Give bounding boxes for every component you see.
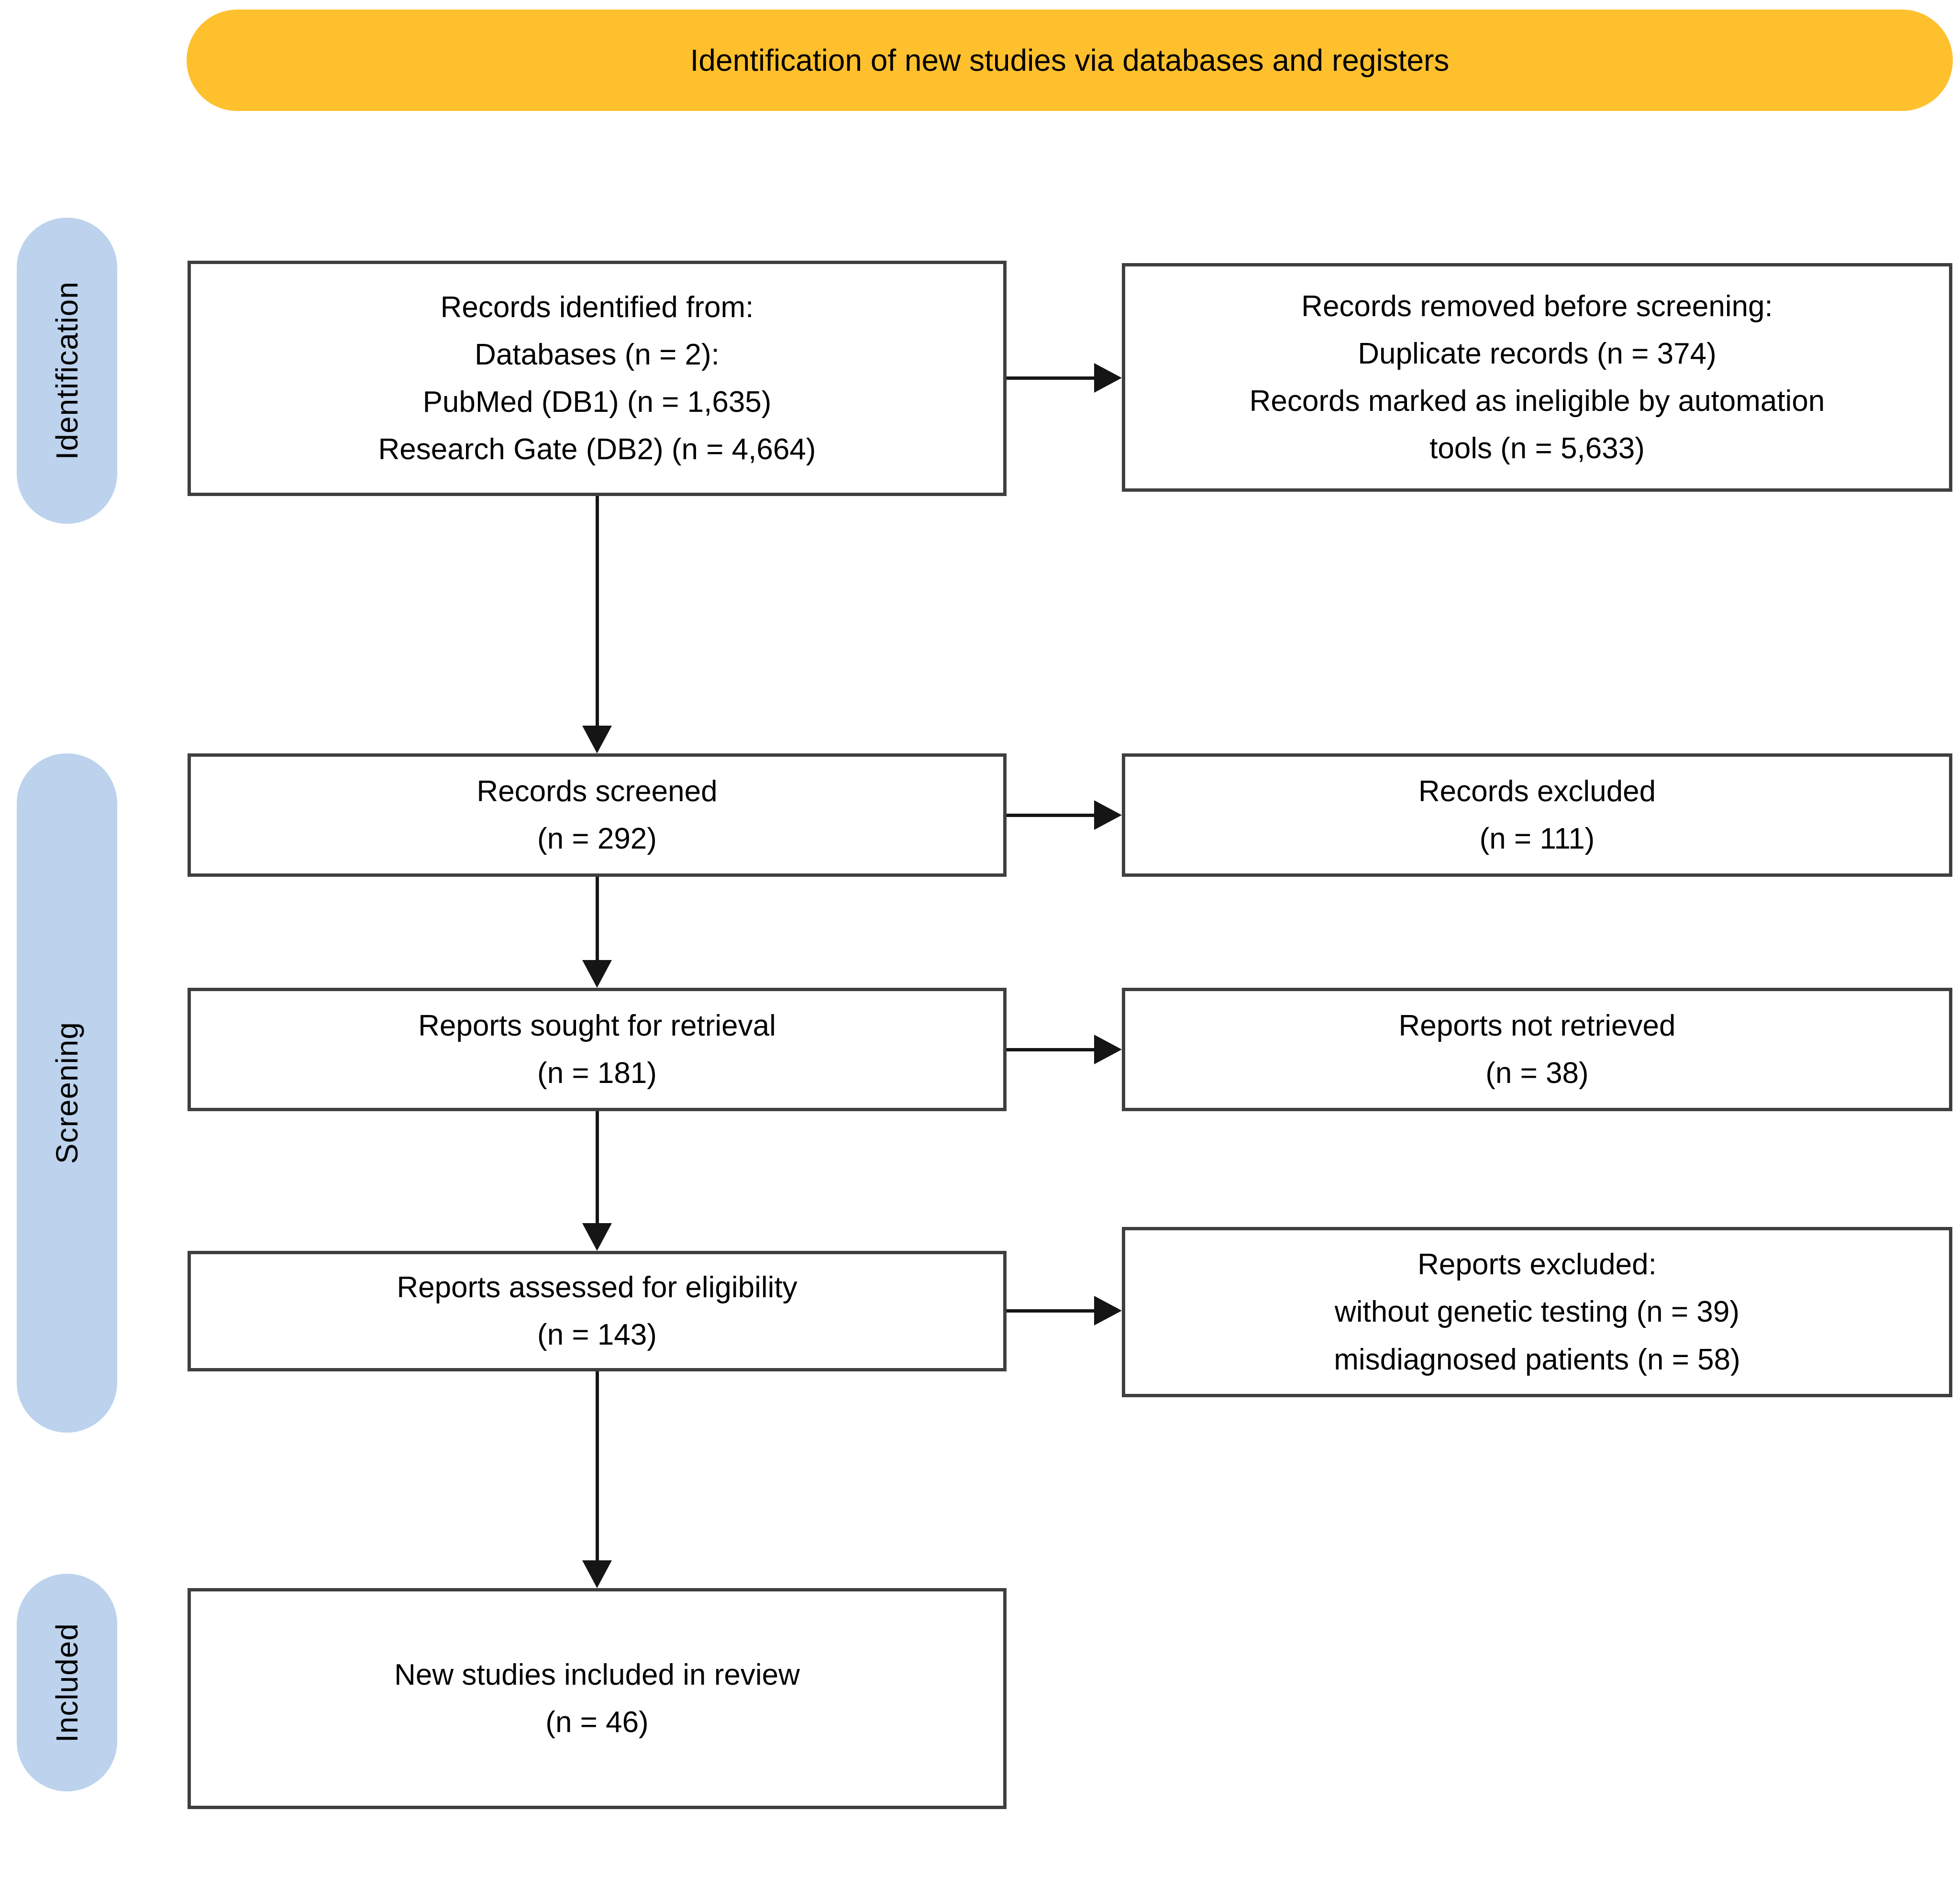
arrow-shaft: [1007, 814, 1097, 817]
box-new-studies-included: New studies included in review (n = 46): [188, 1588, 1007, 1809]
box-records-excluded-text: Records excluded (n = 111): [1418, 774, 1656, 855]
box-records-removed: Records removed before screening: Duplic…: [1122, 263, 1952, 492]
box-reports-assessed-text: Reports assessed for eligibility (n = 14…: [397, 1270, 797, 1351]
box-records-screened-text: Records screened (n = 292): [476, 774, 718, 855]
arrow-right-icon: [1094, 1035, 1122, 1064]
arrow-shaft: [596, 1111, 599, 1226]
arrow-shaft: [596, 1371, 599, 1563]
box-records-screened: Records screened (n = 292): [188, 753, 1007, 877]
arrow-right-icon: [1094, 800, 1122, 830]
stage-label-identification-text: Identification: [50, 281, 84, 460]
stage-label-included: Included: [17, 1574, 117, 1791]
box-records-removed-text: Records removed before screening: Duplic…: [1249, 289, 1825, 465]
arrow-right-icon: [1094, 363, 1122, 393]
box-records-identified: Records identified from: Databases (n = …: [188, 261, 1007, 496]
stage-label-screening-text: Screening: [50, 1022, 84, 1164]
arrow-shaft: [1007, 1048, 1097, 1051]
box-reports-not-retrieved-text: Reports not retrieved (n = 38): [1398, 1009, 1676, 1090]
box-reports-excluded: Reports excluded: without genetic testin…: [1122, 1227, 1952, 1397]
box-reports-assessed: Reports assessed for eligibility (n = 14…: [188, 1251, 1007, 1371]
arrow-shaft: [596, 496, 599, 728]
arrow-down-icon: [582, 1560, 612, 1588]
arrow-shaft: [1007, 376, 1097, 380]
box-new-studies-included-text: New studies included in review (n = 46): [394, 1658, 800, 1739]
stage-label-identification: Identification: [17, 218, 117, 524]
banner: Identification of new studies via databa…: [187, 10, 1953, 111]
arrow-down-icon: [582, 960, 612, 988]
box-reports-excluded-text: Reports excluded: without genetic testin…: [1334, 1248, 1740, 1376]
arrow-shaft: [1007, 1309, 1097, 1313]
box-records-excluded: Records excluded (n = 111): [1122, 753, 1952, 877]
banner-label: Identification of new studies via databa…: [690, 43, 1450, 77]
arrow-down-icon: [582, 1223, 612, 1251]
arrow-shaft: [596, 877, 599, 962]
arrow-down-icon: [582, 726, 612, 753]
box-reports-not-retrieved: Reports not retrieved (n = 38): [1122, 988, 1952, 1111]
stage-label-included-text: Included: [50, 1623, 84, 1743]
box-reports-sought: Reports sought for retrieval (n = 181): [188, 988, 1007, 1111]
box-reports-sought-text: Reports sought for retrieval (n = 181): [418, 1009, 776, 1090]
stage-label-screening: Screening: [17, 753, 117, 1433]
box-records-identified-text: Records identified from: Databases (n = …: [378, 290, 816, 466]
arrow-right-icon: [1094, 1296, 1122, 1325]
